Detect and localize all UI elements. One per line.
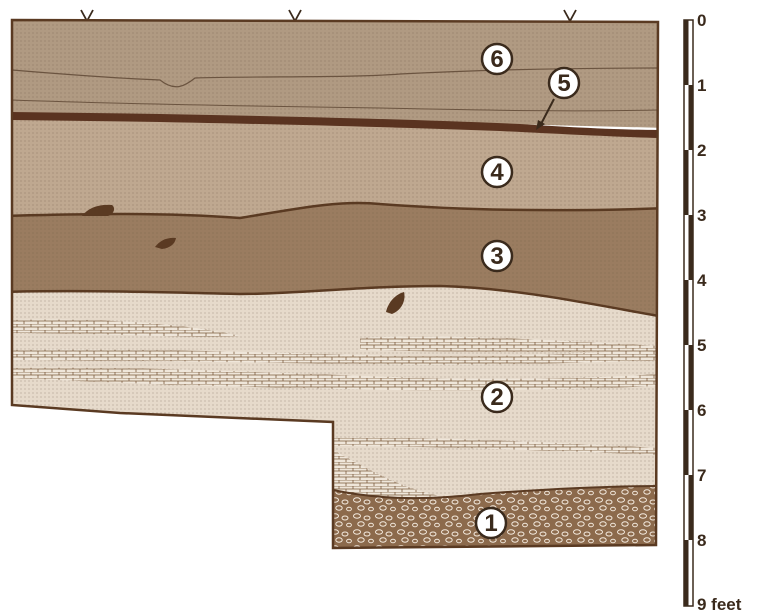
- layer-label-4: 4: [482, 157, 512, 187]
- scale-tick-2: 2: [697, 141, 706, 160]
- scale-tick-3: 3: [697, 206, 706, 225]
- depth-scale-bar: [684, 20, 693, 606]
- svg-text:5: 5: [557, 70, 570, 97]
- scale-tick-7: 7: [697, 466, 706, 485]
- surface-marker: [564, 10, 576, 21]
- depth-scale-labels: 0 1 2 3 4 5 6 7 8 9 feet: [697, 11, 742, 614]
- svg-text:3: 3: [490, 243, 503, 270]
- scale-tick-5: 5: [697, 336, 706, 355]
- scale-tick-0: 0: [697, 11, 706, 30]
- svg-text:1: 1: [484, 510, 497, 537]
- svg-text:6: 6: [490, 46, 503, 73]
- scale-tick-8: 8: [697, 531, 706, 550]
- scale-tick-6: 6: [697, 401, 706, 420]
- layer-label-1: 1: [476, 508, 506, 538]
- scale-tick-4: 4: [697, 271, 707, 290]
- svg-text:4: 4: [490, 159, 504, 186]
- scale-tick-1: 1: [697, 76, 706, 95]
- layer-label-3: 3: [482, 241, 512, 271]
- svg-text:2: 2: [490, 384, 503, 411]
- layer-label-5: 5: [549, 68, 579, 98]
- scale-end-label: 9 feet: [697, 595, 742, 614]
- layer-label-2: 2: [482, 382, 512, 412]
- surface-marker: [289, 10, 301, 21]
- layer-label-6: 6: [482, 44, 512, 74]
